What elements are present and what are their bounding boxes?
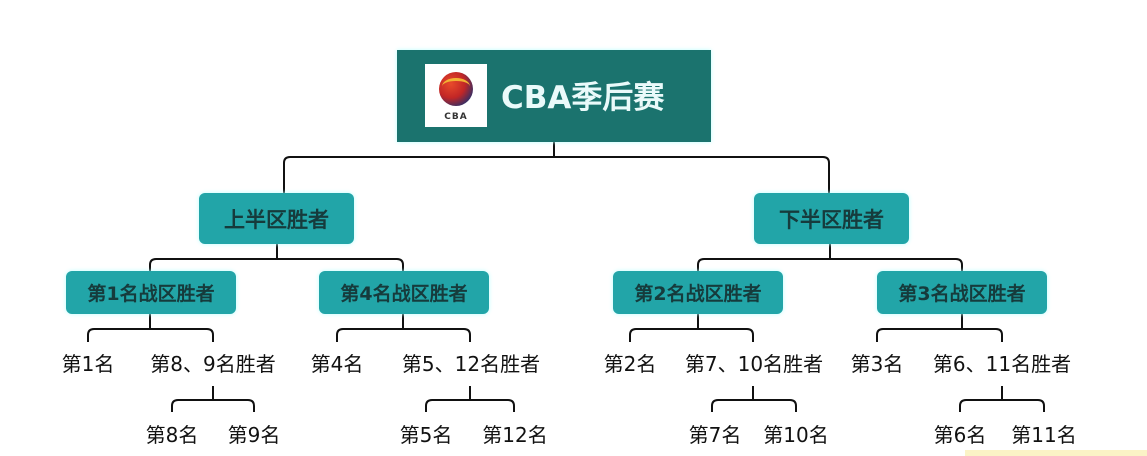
matchup-winner-label: 第5、12名胜者 <box>401 352 541 376</box>
seed-label: 第1名 <box>61 352 115 376</box>
logo-text: CBA <box>444 112 468 122</box>
matchup-winner-label: 第8、9名胜者 <box>150 352 276 376</box>
seed-label: 第3名 <box>850 352 904 376</box>
root-node: CBA CBA季后赛 <box>397 50 711 142</box>
region-node: 第3名战区胜者 <box>877 271 1047 314</box>
team-label: 第6名 <box>933 423 987 447</box>
region-node: 第1名战区胜者 <box>66 271 236 314</box>
seed-label: 第4名 <box>310 352 364 376</box>
region-node: 第4名战区胜者 <box>319 271 489 314</box>
corner-highlight <box>965 450 1147 456</box>
team-label: 第9名 <box>227 423 281 447</box>
team-label: 第12名 <box>482 423 548 447</box>
team-label: 第7名 <box>688 423 742 447</box>
region-node: 第2名战区胜者 <box>613 271 783 314</box>
matchup-winner-label: 第6、11名胜者 <box>932 352 1072 376</box>
root-title: CBA季后赛 <box>501 80 665 116</box>
lower-half-winner-node: 下半区胜者 <box>754 193 909 244</box>
cba-logo: CBA <box>425 64 487 127</box>
team-label: 第5名 <box>399 423 453 447</box>
basketball-icon <box>439 72 473 106</box>
team-label: 第10名 <box>763 423 829 447</box>
upper-half-winner-node: 上半区胜者 <box>199 193 354 244</box>
matchup-winner-label: 第7、10名胜者 <box>684 352 824 376</box>
seed-label: 第2名 <box>603 352 657 376</box>
team-label: 第11名 <box>1011 423 1077 447</box>
team-label: 第8名 <box>145 423 199 447</box>
